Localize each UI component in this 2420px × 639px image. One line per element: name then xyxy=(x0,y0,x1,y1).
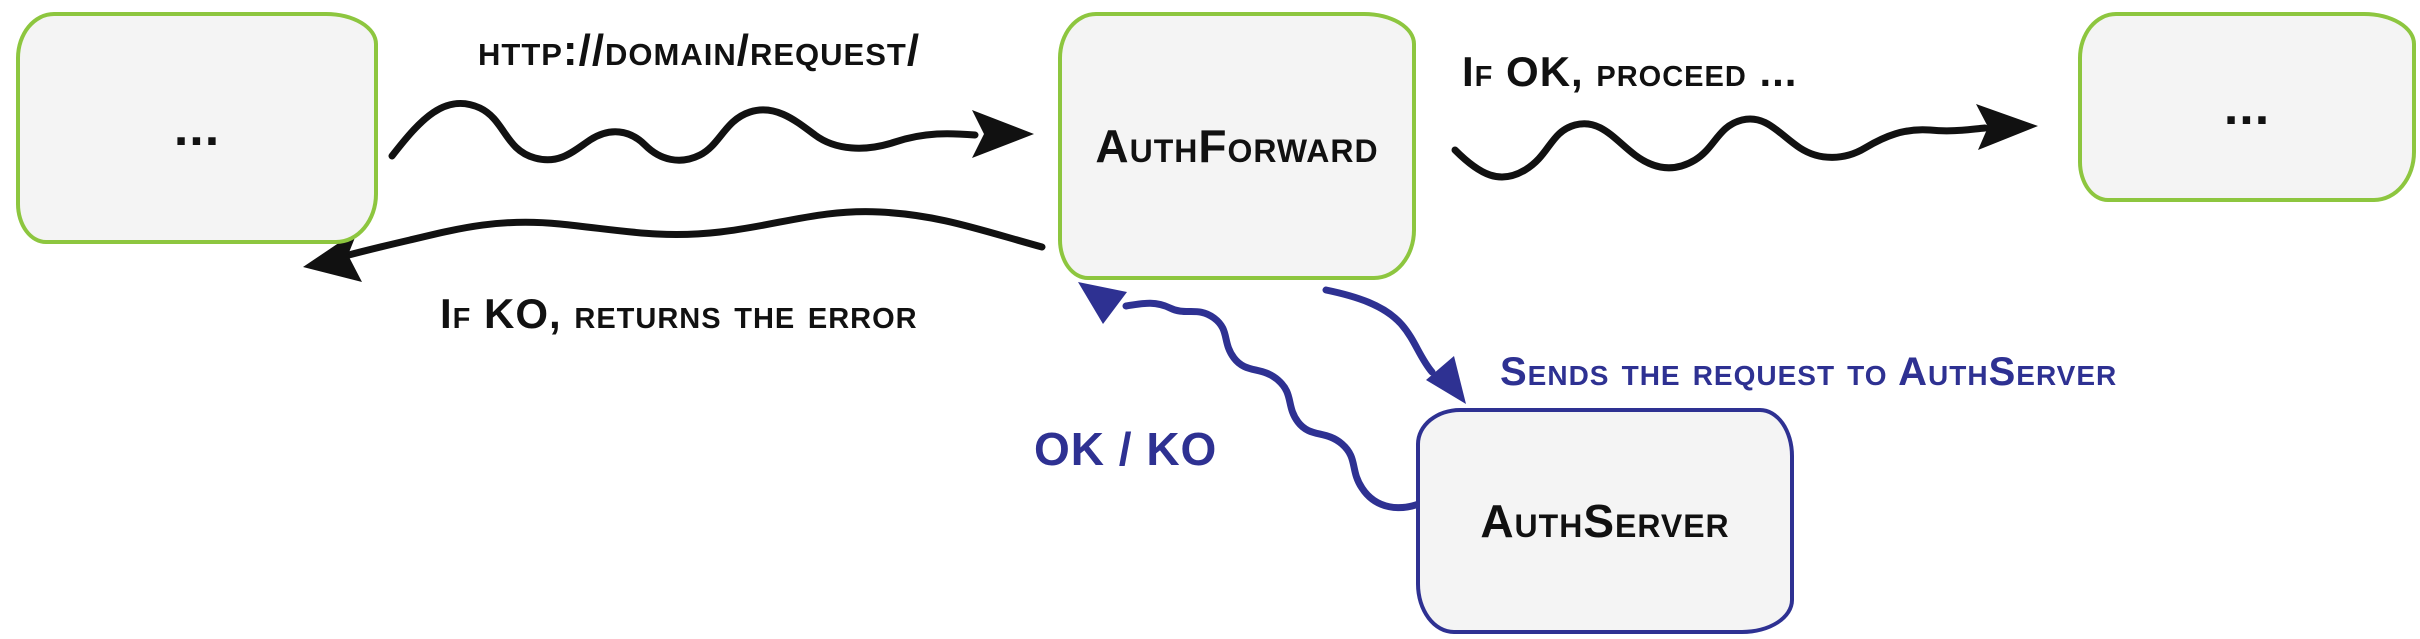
ok-proceed-label: If OK, proceed ... xyxy=(1462,48,1798,95)
request-arrow xyxy=(388,100,1034,164)
node-client-right-label: ... xyxy=(2223,78,2271,136)
ok-proceed-arrowhead xyxy=(1976,104,2038,150)
send-request-arrowhead xyxy=(1426,356,1466,404)
ok-ko-label: OK / KO xyxy=(1034,423,1218,475)
node-client-left: ... xyxy=(16,12,378,244)
node-client-right: ... xyxy=(2078,12,2416,202)
node-auth-server-label: AuthServer xyxy=(1480,495,1730,547)
send-request-label: Sends the request to AuthServer xyxy=(1500,350,2118,394)
ko-return-label: If KO, returns the error xyxy=(440,290,918,337)
request-url-label: http://domain/request/ xyxy=(478,26,921,75)
node-auth-forward: AuthForward xyxy=(1058,12,1416,280)
ko-return-arrow xyxy=(303,208,1046,282)
ok-proceed-arrow xyxy=(1451,104,2038,181)
node-client-left-label: ... xyxy=(173,99,221,157)
node-auth-forward-label: AuthForward xyxy=(1095,120,1379,172)
node-auth-server: AuthServer xyxy=(1416,408,1794,634)
request-arrowhead xyxy=(972,110,1034,158)
send-request-arrow xyxy=(1322,286,1466,404)
ok-ko-arrowhead xyxy=(1078,282,1127,324)
